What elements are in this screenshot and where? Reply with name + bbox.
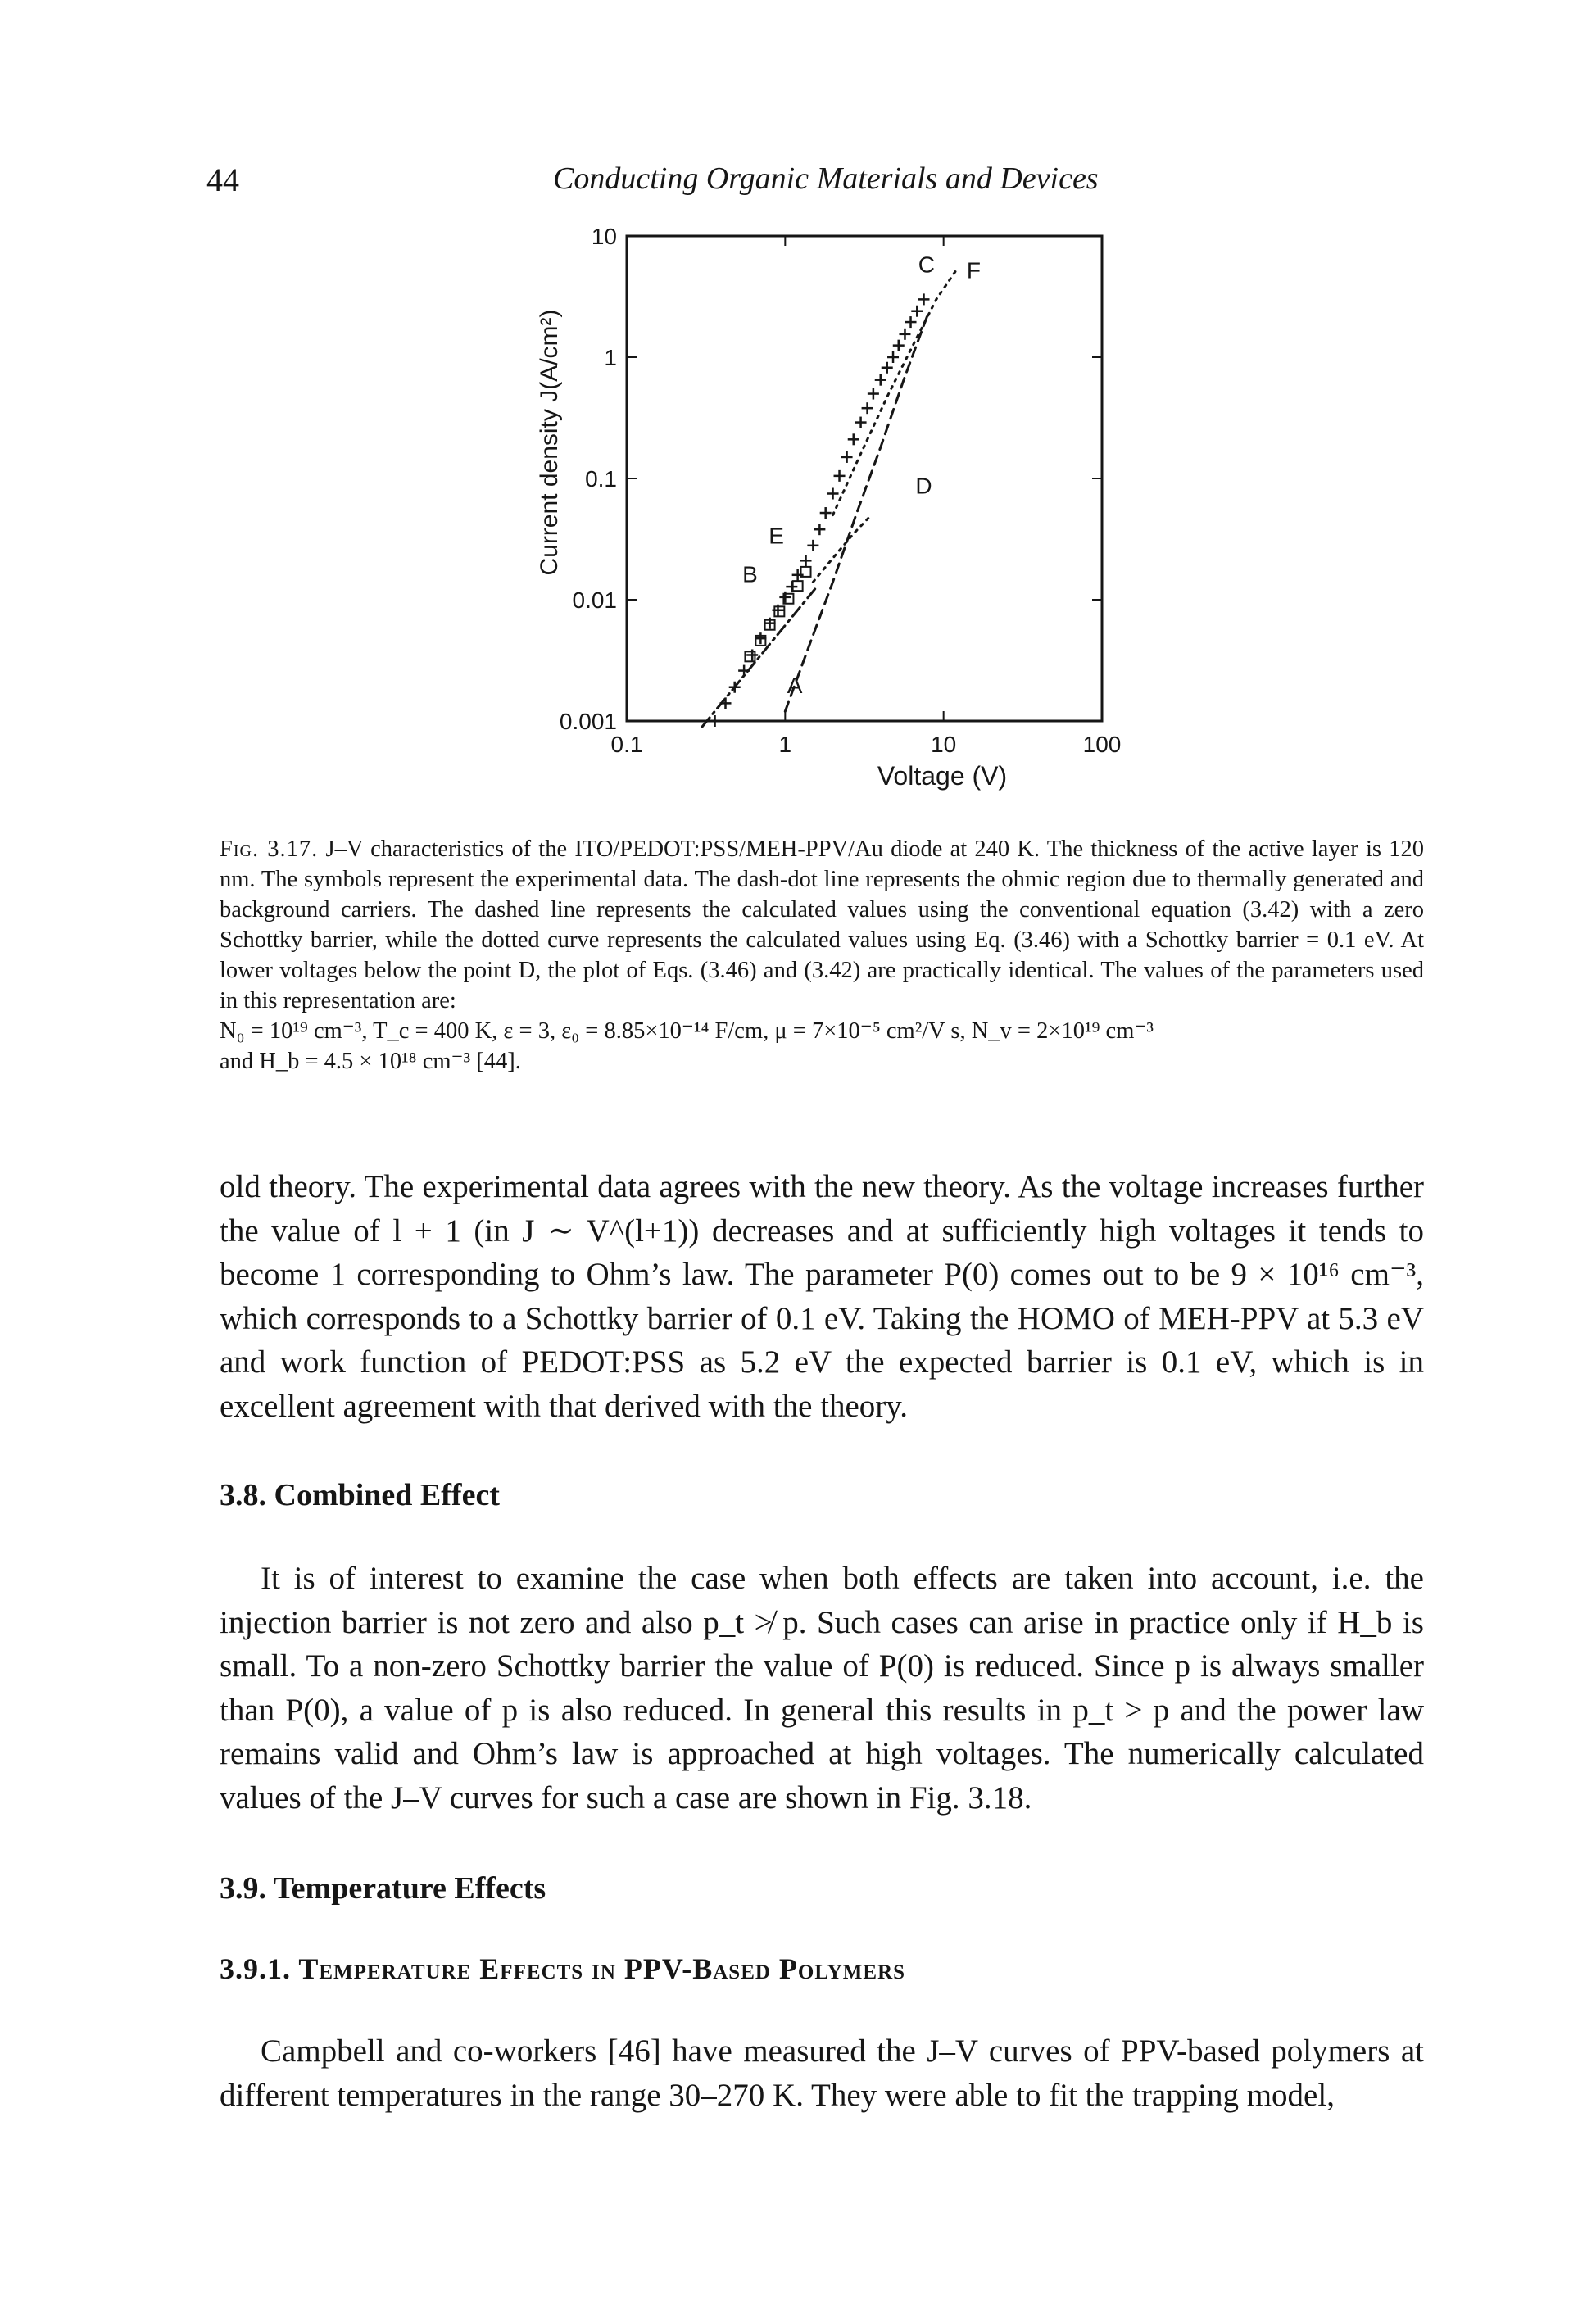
section-3-9-1-heading: 3.9.1. Temperature Effects in PPV-Based … xyxy=(220,1952,906,1985)
page-number: 44 xyxy=(206,161,239,198)
plot-area-frame xyxy=(625,234,1104,723)
data-point-square xyxy=(800,565,812,578)
data-point-cross xyxy=(814,524,826,536)
data-point-square xyxy=(755,634,767,646)
jv-chart: 0.1 1 10 100 10 1 0.1 0.01 0.001 A BE D C F Voltage … xyxy=(536,224,1122,791)
data-point-square xyxy=(791,580,804,592)
data-point-cross xyxy=(861,402,873,415)
section-3-8-heading: 3.8. Combined Effect xyxy=(220,1478,500,1512)
y-tick-label: 0.001 xyxy=(560,709,617,734)
data-point-cross xyxy=(899,328,911,340)
data-point-cross xyxy=(719,697,732,709)
figure-caption: Fig. 3.17. J–V characteristics of the IT… xyxy=(220,834,1424,1077)
data-point-square xyxy=(764,619,776,631)
data-point-cross xyxy=(887,351,900,363)
body-paragraph-3: Campbell and co-workers [46] have measur… xyxy=(220,2033,1424,2113)
dotted-line xyxy=(811,514,873,583)
y-axis-label: Current density J(A/cm²) xyxy=(536,309,563,575)
data-point-square xyxy=(773,605,786,618)
data-point-cross xyxy=(892,339,905,351)
x-tick-label: 0.1 xyxy=(611,732,643,757)
curve-label-e: E xyxy=(769,524,784,549)
data-point-cross xyxy=(800,555,812,567)
caption-params: N₀ = 10¹⁹ cm⁻³, T_c = 400 K, ε = 3, ε₀ =… xyxy=(220,1018,1154,1044)
curve-label-c: C xyxy=(918,252,935,278)
y-tick-label: 0.1 xyxy=(585,466,617,492)
data-point-cross xyxy=(867,388,879,400)
data-point-cross xyxy=(905,316,917,329)
x-tick-label: 1 xyxy=(779,732,792,757)
x-tick-label: 100 xyxy=(1083,732,1122,757)
data-point-cross xyxy=(807,539,819,551)
data-point-cross xyxy=(855,416,867,428)
running-title: Conducting Organic Materials and Devices xyxy=(553,161,1099,196)
caption-params-2: and H_b = 4.5 × 10¹⁸ cm⁻³ [44]. xyxy=(220,1049,521,1074)
curve-label-b: B xyxy=(742,561,758,587)
data-point-cross xyxy=(791,569,804,581)
data-point-square xyxy=(782,592,795,605)
caption-label: Fig. 3.17. xyxy=(220,836,319,862)
data-point-cross xyxy=(847,433,859,446)
data-point-cross xyxy=(911,305,923,317)
dash-dot-line xyxy=(701,584,819,728)
dotted-line xyxy=(832,269,958,517)
y-tick-label: 0.01 xyxy=(573,587,618,613)
data-point-cross xyxy=(841,451,853,463)
curve-label-f: F xyxy=(967,257,981,283)
body-paragraph-2: It is of interest to examine the case wh… xyxy=(220,1561,1424,1816)
data-point-cross xyxy=(874,374,886,386)
y-tick-label: 1 xyxy=(604,345,617,370)
data-point-cross xyxy=(881,361,893,374)
caption-text: J–V characteristics of the ITO/PEDOT:PSS… xyxy=(220,836,1424,1013)
section-3-9-heading: 3.9. Temperature Effects xyxy=(220,1871,546,1906)
data-point-cross xyxy=(728,681,741,693)
y-tick-label: 10 xyxy=(592,224,617,249)
curve-label-d: D xyxy=(915,473,932,498)
data-point-cross xyxy=(786,581,798,593)
data-point-cross xyxy=(833,469,846,482)
curve-label-a: A xyxy=(787,673,803,698)
dashed-line xyxy=(783,312,930,713)
data-point-cross xyxy=(827,487,839,500)
data-point-cross xyxy=(819,507,832,519)
x-tick-label: 10 xyxy=(931,732,956,757)
data-point-square xyxy=(744,651,756,663)
data-point-cross xyxy=(755,632,767,645)
body-paragraph-1: old theory. The experimental data agrees… xyxy=(220,1169,1424,1424)
data-point-cross xyxy=(918,293,930,306)
data-point-cross xyxy=(709,715,721,727)
data-point-cross xyxy=(738,664,750,677)
x-axis-label: Voltage (V) xyxy=(877,761,1007,791)
